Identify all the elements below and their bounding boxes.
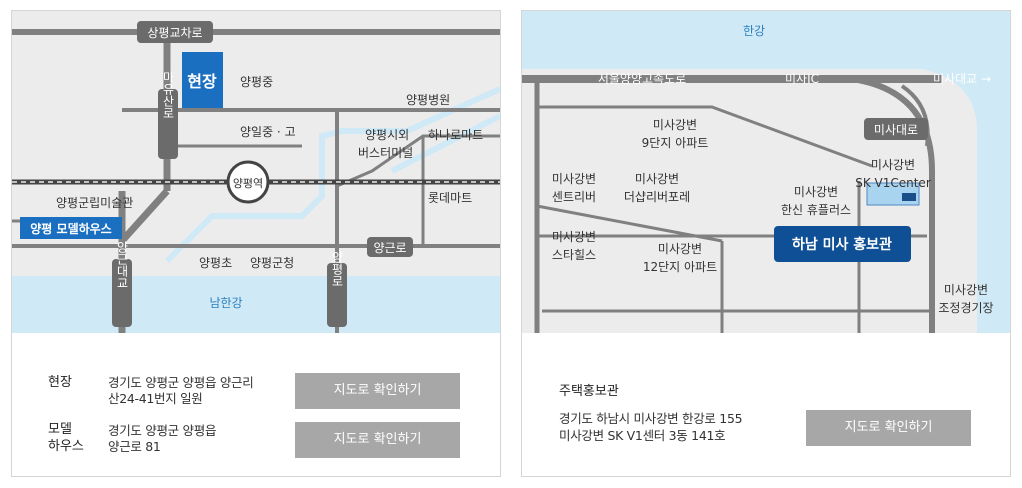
- river-label: 남한강: [209, 296, 242, 310]
- road-label-yangpyeong: 양평로: [330, 251, 344, 287]
- place-lotte: 롯데마트: [428, 191, 472, 205]
- road-label-yanggeun: 양근로: [373, 241, 406, 255]
- site-label: 현장: [187, 72, 217, 91]
- apt9-label: 미사강변: [653, 118, 697, 132]
- row-label: 모델: [48, 422, 72, 437]
- apt12-label-2: 12단지 아파트: [643, 260, 717, 274]
- starhills-label: 미사강변: [552, 230, 596, 244]
- sk-label-2: SK V1Center: [855, 176, 931, 190]
- place-hanaro: 하나로마트: [428, 128, 483, 142]
- place-county-office: 양평군청: [250, 256, 294, 270]
- model-house-marker: [20, 217, 122, 239]
- misa-bridge-label: 미사대교 →: [933, 72, 991, 86]
- site-info: 현장 경기도 양평군 양평읍 양근리 산24-41번지 일원 지도로 확인하기 …: [12, 333, 500, 476]
- road-label-misa-daero: 미사대로: [874, 123, 918, 137]
- place-bus-terminal-2: 버스터미널: [358, 146, 413, 160]
- station-label: 양평역: [233, 177, 263, 190]
- station-marker: [226, 160, 270, 204]
- place-bus-terminal: 양평시외: [365, 128, 409, 142]
- promo-map-card: 한강 서울양양고속도로 미사IC 미사대교 → 미사대로 미사강변 9단지 아파…: [521, 10, 1011, 477]
- road-label-sangpyeong: 상평교차로: [147, 26, 202, 40]
- promo-label: 하남 미사 홍보관: [792, 236, 892, 253]
- promo-map-button[interactable]: 지도로 확인하기: [806, 410, 971, 446]
- place-yangpyeong-middle: 양평중: [240, 75, 273, 89]
- place-yangil: 양일중 · 고: [240, 125, 296, 139]
- site-map-card: 상평교차로 마유산로 양근대교 양평로 양근로 현장 양평역 양평중 양일중 ·…: [11, 10, 501, 477]
- central-label: 미사강변: [552, 172, 596, 186]
- hanshin-label: 미사강변: [794, 185, 838, 199]
- promo-address-line-2: 미사강변 SK V1센터 3동 141호: [559, 428, 726, 443]
- apt12-label: 미사강변: [658, 242, 702, 256]
- place-hospital: 양평병원: [406, 93, 450, 107]
- model-address-line-1: 경기도 양평군 양평읍: [108, 423, 217, 438]
- site-marker: [182, 52, 223, 108]
- road-label-yangeun-bridge: 양근대교: [115, 241, 129, 289]
- apt9-label-2: 9단지 아파트: [642, 136, 709, 150]
- site-address-line-2: 산24-41번지 일원: [108, 391, 203, 406]
- river-area: [522, 11, 1010, 333]
- site-map-button[interactable]: 지도로 확인하기: [295, 373, 460, 409]
- model-house-map-button[interactable]: 지도로 확인하기: [295, 422, 460, 458]
- central-label-2: 센트리버: [552, 190, 596, 204]
- place-museum: 양평군립미술관: [56, 196, 133, 210]
- misa-ic-label: 미사IC: [785, 72, 819, 86]
- promo-title: 주택홍보관: [559, 384, 619, 399]
- promo-map: 한강 서울양양고속도로 미사IC 미사대교 → 미사대로 미사강변 9단지 아파…: [522, 11, 1010, 333]
- expressway-label: 서울양양고속도로: [598, 72, 686, 86]
- deshap-label: 미사강변: [635, 172, 679, 186]
- promo-address-line-1: 경기도 하남시 미사강변 한강로 155: [559, 411, 743, 426]
- rowing-label: 미사강변: [944, 283, 988, 297]
- sk-label: 미사강변: [871, 158, 915, 172]
- model-house-label: 양평 모델하우스: [30, 221, 111, 236]
- river-area: [12, 276, 500, 333]
- promo-marker: [774, 226, 911, 262]
- row-label: 하우스: [48, 439, 84, 454]
- promo-info: 주택홍보관 경기도 하남시 미사강변 한강로 155 미사강변 SK V1센터 …: [522, 333, 1010, 476]
- model-address-line-2: 양근로 81: [108, 439, 161, 454]
- row-label: 현장: [48, 375, 72, 390]
- site-map: 상평교차로 마유산로 양근대교 양평로 양근로 현장 양평역 양평중 양일중 ·…: [12, 11, 500, 333]
- rowing-label-2: 조정경기장: [938, 301, 993, 315]
- road-label-mayusan: 마유산로: [161, 71, 175, 119]
- hanshin-label-2: 한신 휴플러스: [781, 203, 851, 217]
- deshap-label-2: 더샵리버포레: [624, 190, 690, 204]
- river-label: 한강: [743, 24, 765, 38]
- starhills-label-2: 스타힐스: [552, 248, 596, 262]
- site-address-line-1: 경기도 양평군 양평읍 양근리: [108, 375, 254, 390]
- place-elementary: 양평초: [199, 256, 232, 270]
